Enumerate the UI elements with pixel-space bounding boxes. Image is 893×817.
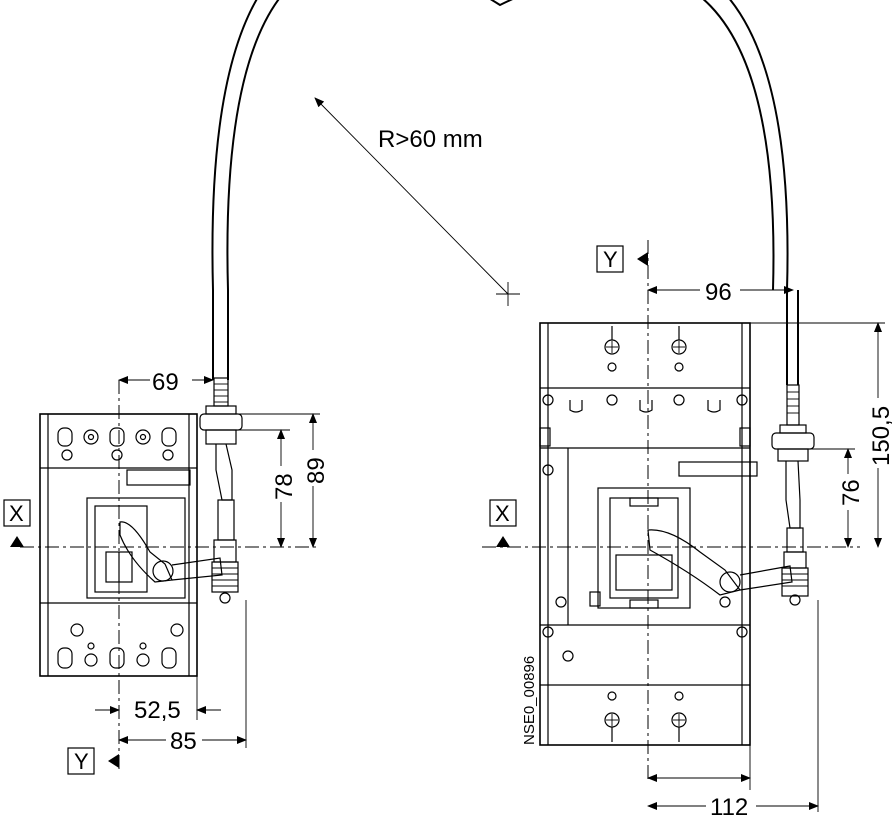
radius-label: R>60 mm (378, 126, 483, 153)
right-breaker (539, 322, 793, 746)
right-dim-96: 96 (705, 279, 732, 306)
svg-text:Y: Y (74, 749, 89, 774)
left-cable-fitting (199, 377, 243, 604)
left-x-marker: X (3, 499, 31, 547)
left-y-marker: Y (67, 747, 119, 775)
right-dim-76: 76 (838, 479, 865, 506)
bowden-cable (211, 0, 799, 385)
right-x-marker: X (489, 499, 517, 547)
left-top-terminals (57, 427, 177, 461)
left-dim-52-5: 52,5 (134, 697, 181, 724)
right-dim-112: 112 (710, 794, 748, 817)
right-y-marker: Y (596, 245, 648, 273)
left-dim-78: 78 (271, 473, 298, 500)
left-bottom-terminals (57, 623, 184, 669)
left-breaker (39, 413, 223, 677)
svg-text:X: X (9, 501, 24, 526)
right-top-screws (539, 326, 751, 476)
left-dim-89: 89 (303, 457, 330, 484)
right-bottom-screws (604, 691, 687, 742)
svg-text:Y: Y (603, 247, 618, 272)
left-dimensions: 69 78 89 52,5 85 (95, 366, 330, 755)
right-dim-150-5: 150,5 (868, 406, 893, 466)
right-cable-fitting (771, 384, 815, 606)
drawing-code: NSE0_00896 (521, 656, 538, 745)
left-dim-85: 85 (170, 728, 197, 755)
left-dim-69: 69 (152, 369, 179, 396)
right-dimensions: 96 76 150,5 112 (647, 276, 893, 817)
radius-indicator: R>60 mm (314, 97, 520, 306)
svg-text:X: X (495, 501, 510, 526)
